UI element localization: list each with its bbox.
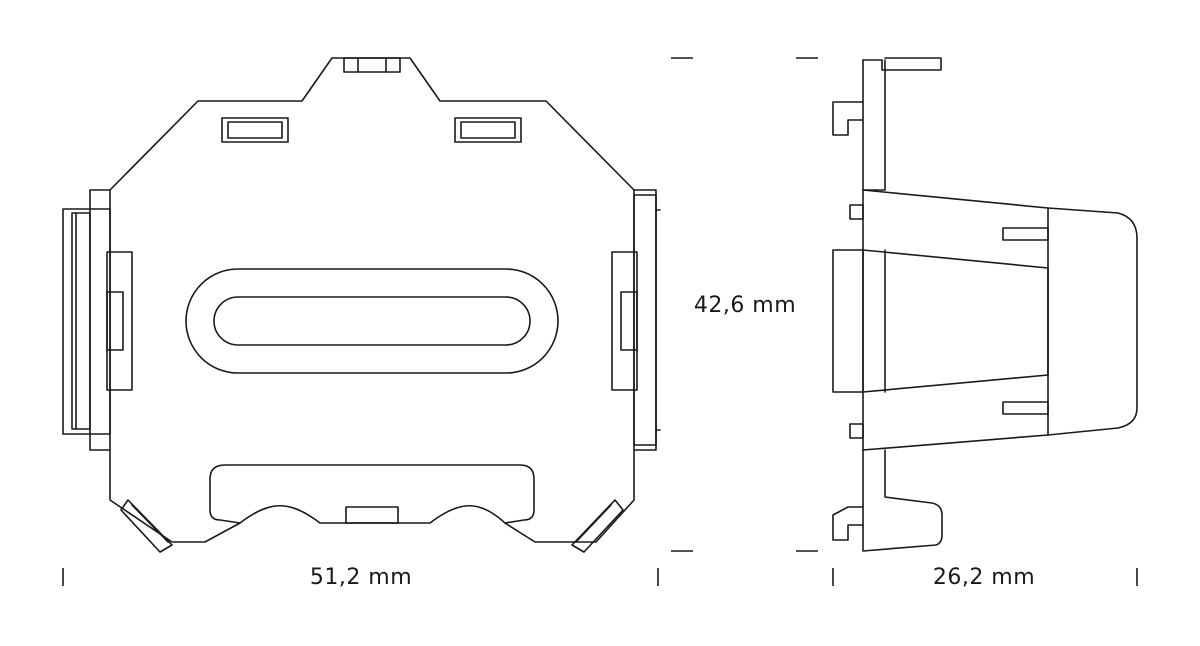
- right-clip: [611, 189, 661, 451]
- slot-right: [454, 117, 522, 143]
- side-plate: [832, 249, 864, 393]
- slot-left: [221, 117, 289, 143]
- side-body: [862, 189, 1138, 451]
- oval-grip-outer: [185, 268, 559, 374]
- oval-grip-inner: [213, 296, 531, 346]
- bottom-tab: [345, 506, 399, 524]
- left-clip: [62, 189, 133, 451]
- top-tab: [343, 57, 401, 73]
- side-view: [832, 57, 1138, 552]
- depth-dimension-label: 26,2 mm: [933, 565, 1035, 590]
- front-view: [62, 57, 661, 553]
- top-hook: [862, 57, 942, 71]
- height-dimension-label: 42,6 mm: [694, 293, 796, 318]
- width-dimension-label: 51,2 mm: [310, 565, 412, 590]
- corner-lug-left: [120, 499, 173, 553]
- bottom-recess: [209, 464, 535, 524]
- dimension-marks: [62, 57, 1138, 586]
- corner-lug-right: [571, 499, 624, 553]
- bottom-hook: [862, 449, 943, 552]
- front-body-outline: [109, 57, 635, 543]
